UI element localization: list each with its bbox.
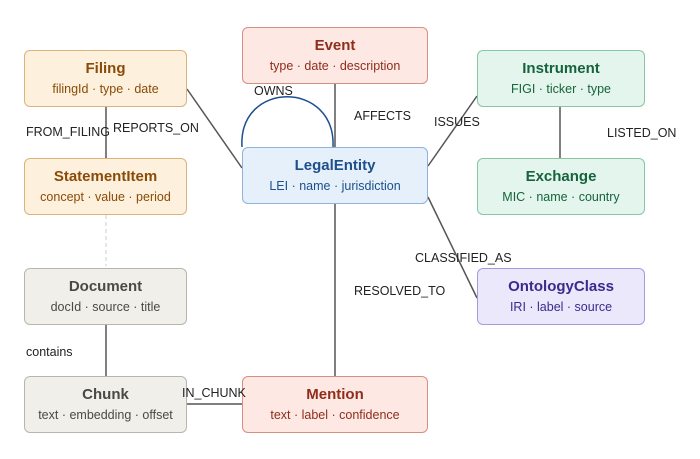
node-instrument-attrs: FIGI · ticker · type: [510, 82, 611, 96]
node-chunk-attrs: text · embedding · offset: [38, 408, 173, 422]
rel-label-issues: ISSUES: [434, 115, 480, 129]
node-exchange-attrs: MIC · name · country: [502, 190, 620, 204]
node-event-title: Event: [314, 37, 356, 54]
rel-label-listed-on: LISTED_ON: [607, 126, 677, 140]
node-exchange-title: Exchange: [525, 168, 597, 185]
rel-label-classified-as: CLASSIFIED_AS: [415, 251, 512, 265]
node-chunk-title: Chunk: [82, 386, 129, 403]
node-statement-item-attrs: concept · value · period: [40, 190, 171, 204]
node-event[interactable]: Event type · date · description: [242, 27, 428, 84]
rel-label-owns: OWNS: [254, 84, 293, 98]
node-statement-item-title: StatementItem: [53, 168, 158, 185]
rel-label-resolved-to: RESOLVED_TO: [354, 284, 446, 298]
node-mention-title: Mention: [306, 386, 364, 403]
node-document[interactable]: Document docId · source · title: [24, 268, 187, 325]
node-chunk[interactable]: Chunk text · embedding · offset: [24, 376, 187, 433]
node-instrument[interactable]: Instrument FIGI · ticker · type: [477, 50, 645, 107]
node-filing-title: Filing: [85, 60, 126, 77]
node-ontology-class[interactable]: OntologyClass IRI · label · source: [477, 268, 645, 325]
node-event-attrs: type · date · description: [269, 59, 401, 73]
node-ontology-class-title: OntologyClass: [508, 278, 614, 295]
node-mention[interactable]: Mention text · label · confidence: [242, 376, 428, 433]
edge-legal-entity-instrument: [427, 95, 478, 167]
rel-label-in-chunk: IN_CHUNK: [182, 386, 246, 400]
rel-label-contains: contains: [26, 345, 73, 359]
edge-owns-loop: [241, 96, 334, 148]
node-exchange[interactable]: Exchange MIC · name · country: [477, 158, 645, 215]
node-legal-entity[interactable]: LegalEntity LEI · name · jurisdiction: [242, 147, 428, 204]
node-filing-attrs: filingId · type · date: [52, 82, 159, 96]
node-filing[interactable]: Filing filingId · type · date: [24, 50, 187, 107]
node-instrument-title: Instrument: [522, 60, 600, 77]
node-legal-entity-title: LegalEntity: [294, 157, 376, 174]
node-mention-attrs: text · label · confidence: [270, 408, 400, 422]
rel-label-affects: AFFECTS: [354, 109, 411, 123]
edge-filing-legal-entity: [186, 88, 243, 169]
node-ontology-class-attrs: IRI · label · source: [509, 300, 613, 314]
node-legal-entity-attrs: LEI · name · jurisdiction: [269, 179, 401, 193]
node-document-attrs: docId · source · title: [50, 300, 161, 314]
node-statement-item[interactable]: StatementItem concept · value · period: [24, 158, 187, 215]
rel-label-reports-on: REPORTS_ON: [113, 121, 199, 135]
node-document-title: Document: [68, 278, 143, 295]
edge-legal-entity-ontology-class: [427, 196, 478, 299]
rel-label-from-filing: FROM_FILING: [26, 125, 111, 139]
